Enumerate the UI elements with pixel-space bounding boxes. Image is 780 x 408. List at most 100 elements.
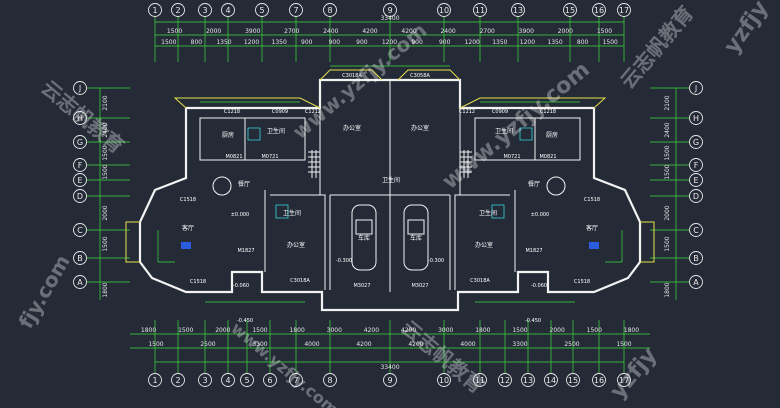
axis-bubble-bottom-10 (437, 373, 451, 387)
axis-bubble-bottom-12 (498, 373, 512, 387)
axis-bubble-left-J (73, 81, 87, 95)
axis-bubble-right-D (689, 189, 703, 203)
plan-tag: M3027 (411, 283, 428, 289)
plan-tag: -0.060 (531, 283, 547, 289)
plan-tag: C1218 (224, 109, 240, 115)
plan-tag: C1518 (574, 279, 590, 285)
interior-walls-garage (329, 194, 451, 290)
axis-label-bottom: 17 (619, 376, 629, 385)
axis-bubble-top-17 (617, 3, 631, 17)
dim-bottom-row2: 3300 (252, 341, 267, 348)
axis-label-left: F (78, 161, 83, 170)
watermark-url: www.yzfjy.com (227, 319, 342, 408)
axis-bubble-top-8 (323, 3, 337, 17)
dim-right: 1500 (664, 145, 671, 160)
dim-bottom-row1: 2000 (550, 327, 565, 334)
axis-bubble-top-4 (221, 3, 235, 17)
dim-bottom-row1: 1800 (624, 327, 639, 334)
dim-top-row2: 900 (329, 39, 341, 46)
dim-top-row2: 1500 (603, 39, 618, 46)
plan-tag: C3018A (470, 278, 490, 284)
axis-label-right: D (693, 192, 699, 201)
dim-top-row2: 900 (439, 39, 451, 46)
axis-label-top: 7 (293, 6, 298, 15)
dim-right: 2000 (664, 205, 671, 220)
dining-table-left (212, 176, 232, 196)
axis-label-bottom: 13 (523, 376, 533, 385)
dim-right: 1500 (664, 164, 671, 179)
axis-label-bottom: 4 (225, 376, 230, 385)
dim-bottom-row2: 2500 (200, 341, 215, 348)
axis-label-left: J (78, 84, 81, 93)
dim-bottom-row1: 1500 (512, 327, 527, 334)
sanitary-fixtures (247, 127, 533, 219)
dim-bottom-row1: 3000 (438, 327, 453, 334)
axis-label-right: F (694, 161, 699, 170)
plan-tag: M0721 (261, 154, 278, 160)
car-right-window (407, 219, 425, 235)
dim-top-row2: 900 (301, 39, 313, 46)
room-label: 办公室 (411, 124, 429, 132)
axis-label-bottom: 15 (568, 376, 578, 385)
dim-bottom-row1: 1500 (252, 327, 267, 334)
dim-bottom-row2: 3300 (512, 341, 527, 348)
dim-top-row2: 800 (191, 39, 203, 46)
dim-left: 1500 (102, 164, 109, 179)
axis-label-top: 2 (175, 6, 180, 15)
interior-walls-wc (244, 118, 536, 160)
axis-bubble-top-3 (198, 3, 212, 17)
axis-label-right: H (693, 114, 699, 123)
axis-bubble-top-16 (592, 3, 606, 17)
axis-bubble-bottom-9 (383, 373, 397, 387)
sofa-outline (157, 230, 623, 263)
room-label: 客厅 (586, 224, 598, 232)
dim-bottom-row1: 1500 (587, 327, 602, 334)
axis-label-left: C (77, 226, 83, 235)
dim-left: 2000 (102, 205, 109, 220)
room-label: 车库 (358, 234, 370, 242)
axis-bubble-bottom-17 (617, 373, 631, 387)
dim-top-row1: 2700 (284, 28, 299, 35)
dim-bottom-row1: 1800 (475, 327, 490, 334)
axis-bubble-right-E (689, 173, 703, 187)
axis-label-bottom: 12 (500, 376, 510, 385)
axis-bubble-top-13 (511, 3, 525, 17)
dim-bottom-row2: 2500 (564, 341, 579, 348)
axis-bubble-left-B (73, 251, 87, 265)
stairs-right (460, 150, 472, 178)
room-label: 卫生间 (495, 127, 513, 135)
axis-bubble-bottom-11 (473, 373, 487, 387)
axis-label-top: 13 (513, 6, 523, 15)
plan-tag: C3018A (290, 278, 310, 284)
bay-window-top (319, 69, 461, 81)
room-label: 卫生间 (267, 127, 285, 135)
dim-top-row2: 1350 (547, 39, 562, 46)
axis-label-top: 1 (152, 6, 157, 15)
axis-bubble-left-G (73, 135, 87, 149)
axis-label-bottom: 7 (293, 376, 298, 385)
axis-bubble-top-9 (383, 3, 397, 17)
dim-right: 1800 (664, 282, 671, 297)
axis-bubble-top-11 (473, 3, 487, 17)
axis-bubble-top-1 (148, 3, 162, 17)
dim-top-row2: 1200 (465, 39, 480, 46)
room-label: 办公室 (475, 241, 493, 249)
bay-window-side (125, 221, 655, 263)
plan-tag: M0821 (225, 154, 242, 160)
axis-bubble-top-5 (255, 3, 269, 17)
dim-bottom-row2: 4200 (408, 341, 423, 348)
dim-left: 1500 (102, 236, 109, 251)
axis-label-left: H (77, 114, 83, 123)
dim-top-row1: 1500 (597, 28, 612, 35)
room-label: 餐厅 (238, 180, 250, 188)
plan-tag: C1212 (459, 109, 475, 115)
axis-label-top: 5 (259, 6, 264, 15)
dim-top-row1: 2000 (558, 28, 573, 35)
dining-table-right (546, 176, 566, 196)
dim-left: 1800 (102, 282, 109, 297)
axis-bubble-bottom-14 (544, 373, 558, 387)
dim-top-row2: 900 (411, 39, 423, 46)
